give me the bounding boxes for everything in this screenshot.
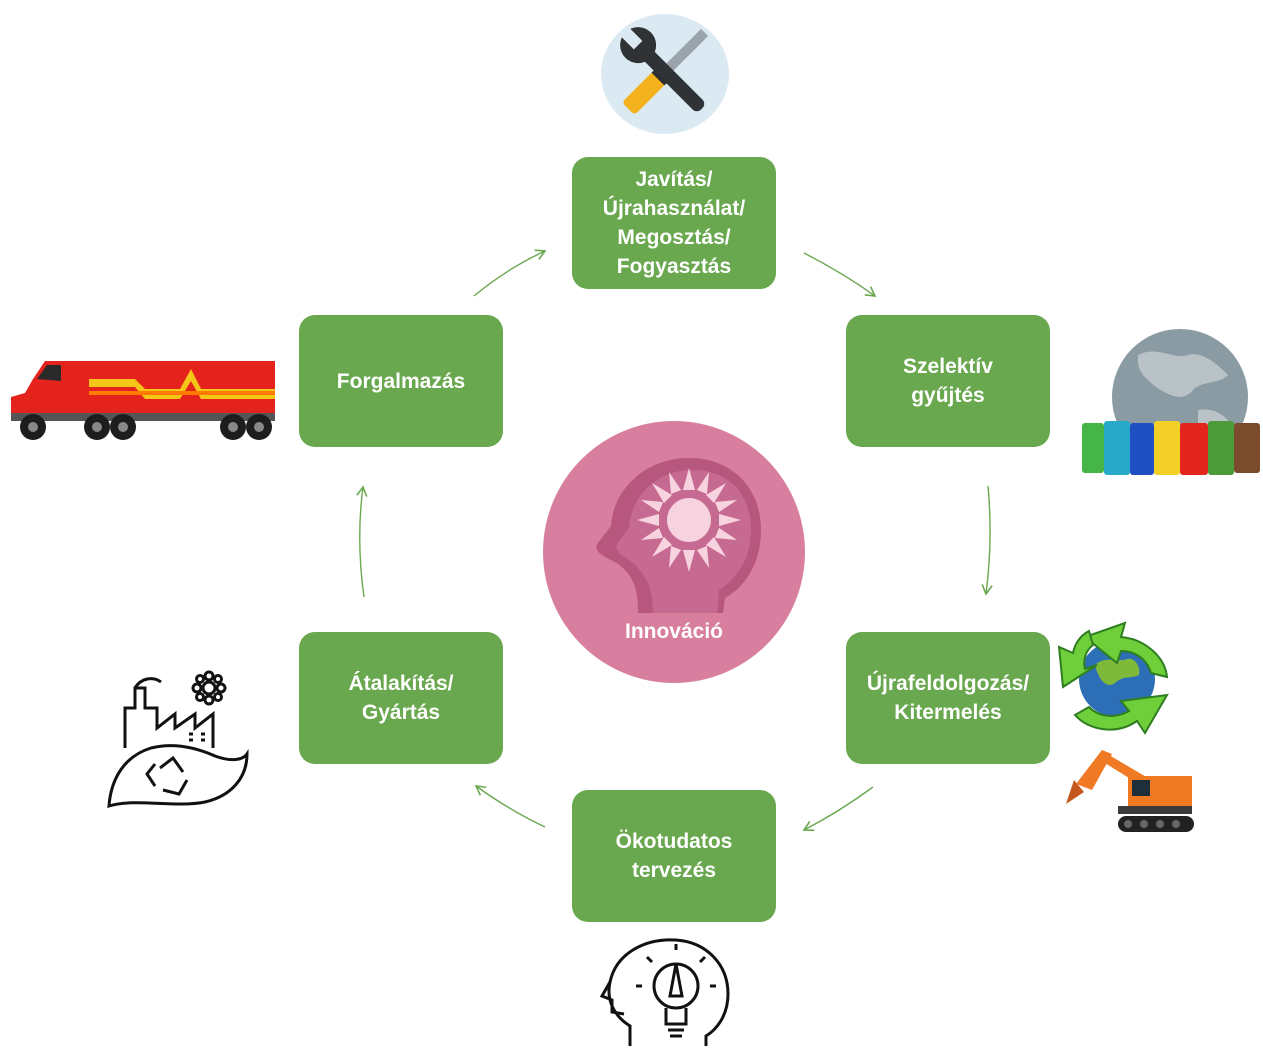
arrow-okotudatos-to-atalakitas <box>474 785 546 828</box>
node-forgalmazas: Forgalmazás <box>299 315 503 447</box>
truck-icon <box>11 361 275 440</box>
arrow-forgalmazas-to-javitas <box>473 249 547 297</box>
arrow-atalakitas-to-forgalmazas <box>356 485 368 598</box>
globe-recycling-bins-icon <box>1078 329 1263 487</box>
excavator-icon <box>1066 750 1194 832</box>
head-sun-icon <box>596 457 761 613</box>
recycle-globe-icon <box>1057 621 1169 735</box>
wrench-screwdriver-icon <box>601 14 729 134</box>
node-javitas: Javítás/ Újrahasználat/ Megosztás/ Fogya… <box>572 157 776 289</box>
node-ujrafeldolgozas: Újrafeldolgozás/ Kitermelés <box>846 632 1050 764</box>
arrow-ujrafeld-to-okotudatos <box>802 786 874 832</box>
arrow-szelektiv-to-ujrafeld <box>981 485 993 596</box>
lightbulb-head-icon <box>600 938 730 1046</box>
arrow-javitas-to-szelektiv <box>803 252 877 297</box>
node-okotudatos-tervezes: Ökotudatos tervezés <box>572 790 776 922</box>
innovation-label: Innováció <box>624 620 724 643</box>
eco-factory-icon <box>107 670 249 809</box>
node-szelektiv-gyujtes: Szelektív gyűjtés <box>846 315 1050 447</box>
node-atalakitas-gyartas: Átalakítás/ Gyártás <box>299 632 503 764</box>
